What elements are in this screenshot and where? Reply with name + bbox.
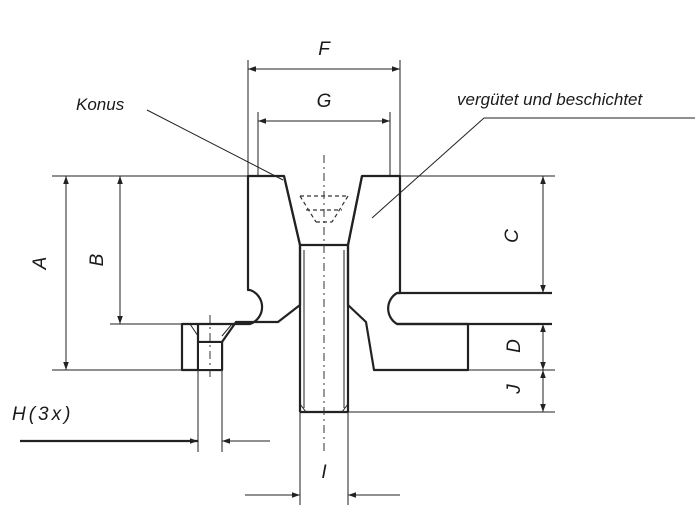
stud-chamfer-right [341, 403, 349, 413]
label-c: C [502, 229, 523, 243]
label-a: A [30, 257, 51, 271]
note-konus: Konus [76, 95, 125, 114]
label-g: G [317, 91, 332, 112]
note-coating: vergütet und beschichtet [457, 90, 644, 109]
leader-coating [371, 117, 695, 219]
label-j: J [504, 384, 525, 395]
extension-lines [52, 60, 555, 505]
leader-konus [146, 109, 284, 181]
label-f: F [318, 39, 331, 60]
dimension-lines [20, 66, 546, 498]
label-h: H(3x) [12, 404, 73, 425]
right-section [346, 174, 470, 372]
label-d: D [504, 339, 525, 353]
label-i: I [321, 462, 327, 483]
hole-cone-left [189, 323, 199, 337]
label-b: B [87, 253, 108, 266]
hole-cone-right [221, 323, 234, 337]
stud-chamfer-left [299, 403, 307, 413]
left-section [180, 174, 302, 372]
part-body [180, 174, 552, 414]
